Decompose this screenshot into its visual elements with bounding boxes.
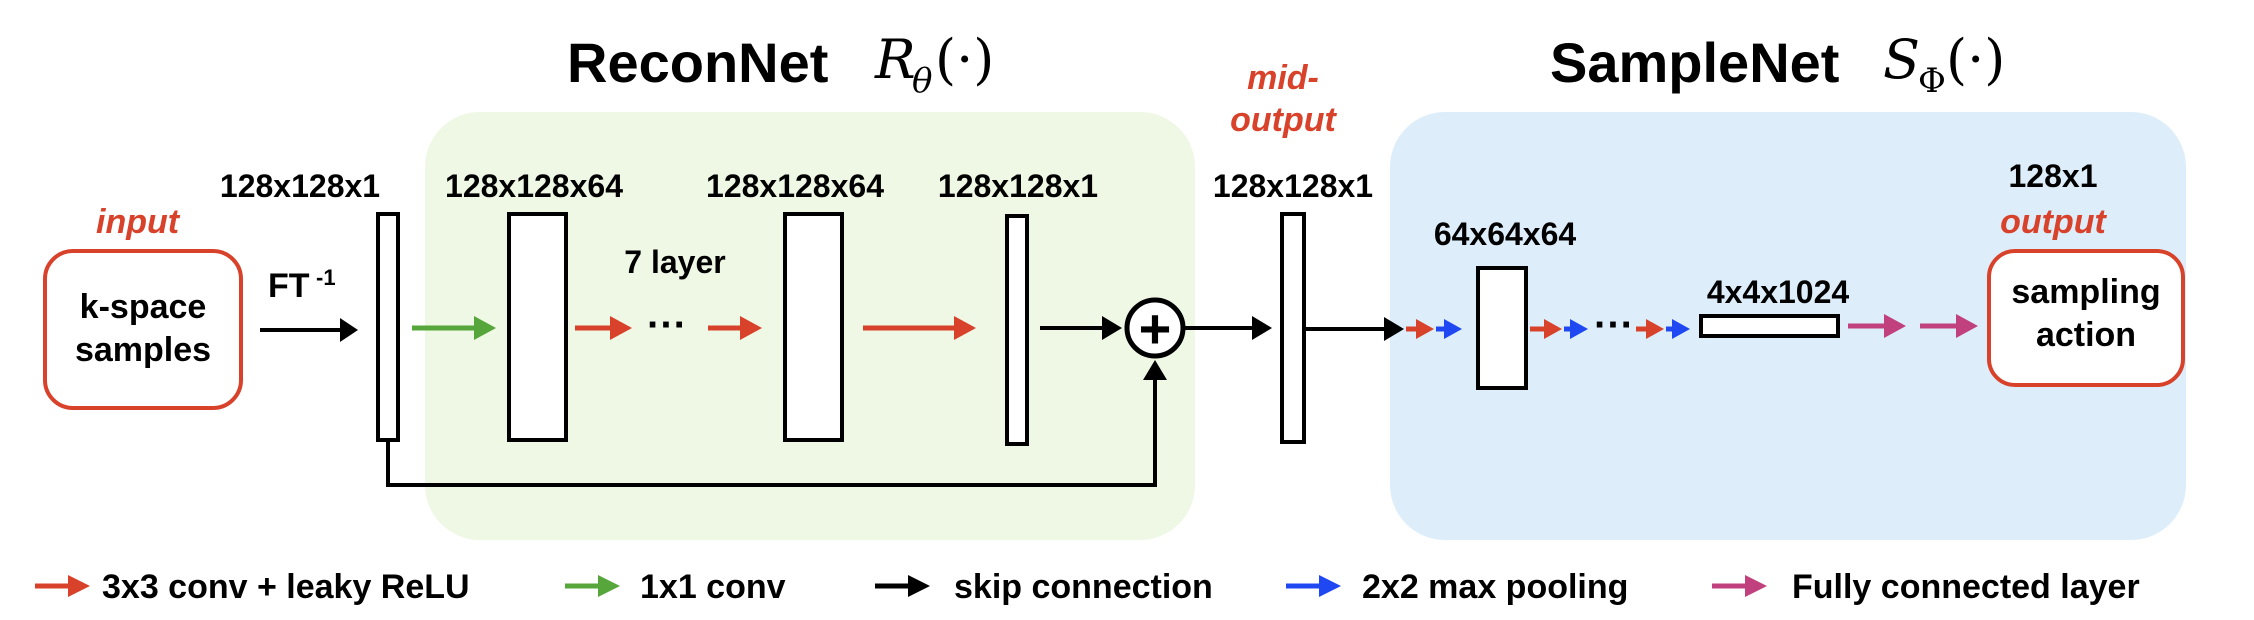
- recon-ellipsis: ···: [647, 303, 687, 347]
- legend-conv3x3-arrow-head: [68, 575, 90, 597]
- samplenet-math-symbol: S: [1883, 28, 1920, 91]
- fc-arrow-b-head: [1956, 314, 1978, 338]
- ft-superscript: -1: [316, 265, 336, 290]
- mid-output-label-line2: output: [1230, 101, 1337, 139]
- input-box: [43, 249, 243, 410]
- pool-conv-arrow-b-blue-head: [1570, 319, 1588, 339]
- to-mid-arrow-head: [1252, 316, 1272, 340]
- conv3x3-arrow-c-head: [954, 316, 976, 340]
- legend-conv1x1-arrow-head: [598, 575, 620, 597]
- conv1x1-arrow-head: [474, 316, 496, 340]
- block-conv1: [507, 212, 568, 442]
- legend-conv1x1-label: 1x1 conv: [640, 568, 786, 606]
- legend-item-maxpool: 2x2 max pooling: [1286, 568, 1628, 606]
- dim-conv7: 128x128x64: [706, 168, 884, 204]
- dim-conv1: 128x128x64: [445, 168, 623, 204]
- ft-arrow-head: [340, 318, 358, 342]
- skip-connection: [386, 378, 1157, 487]
- block-recon-out: [1005, 214, 1029, 446]
- block-conv7: [783, 212, 844, 442]
- legend-fc-label: Fully connected layer: [1792, 568, 2140, 606]
- output-box: [1987, 249, 2185, 387]
- block-mid-output: [1280, 212, 1306, 444]
- legend-maxpool-arrow-head: [1319, 575, 1341, 597]
- dim-output: 128x1: [2009, 158, 2098, 194]
- legend-fc-arrow-head: [1745, 575, 1767, 597]
- dim-mid-output: 128x128x1: [1213, 168, 1373, 204]
- pool-conv-arrow-b-red-head: [1544, 319, 1562, 339]
- output-box-line2: action: [2036, 316, 2136, 354]
- samplenet-math-arg: (·): [1946, 28, 2005, 91]
- pool-conv-arrow-a-blue-head: [1444, 319, 1462, 339]
- legend-conv3x3-label: 3x3 conv + leaky ReLU: [102, 568, 470, 606]
- add-node: [1124, 297, 1186, 359]
- seven-layer-label: 7 layer: [624, 244, 725, 280]
- add-node-symbol: +: [1139, 297, 1172, 360]
- dim-input-image: 128x128x1: [220, 168, 380, 204]
- output-label: output: [2000, 203, 2107, 241]
- input-label: input: [96, 203, 181, 241]
- legend-skip-label: skip connection: [954, 568, 1213, 606]
- mid-output-label-line1: mid-: [1247, 59, 1319, 97]
- input-box-line1: k-space: [80, 288, 207, 326]
- conv3x3-arrow-b-head: [740, 316, 762, 340]
- legend-item-conv1x1: 1x1 conv: [565, 568, 786, 606]
- block-input-image: [376, 212, 400, 442]
- legend-item-conv3x3: 3x3 conv + leaky ReLU: [35, 568, 470, 606]
- reconnet-math-sub: θ: [912, 61, 932, 101]
- pool-conv-arrow-c-blue-head: [1672, 319, 1690, 339]
- reconnet-math-arg: (·): [935, 28, 994, 91]
- reconnet-math-symbol: R: [874, 28, 916, 91]
- to-sample-arrow-head: [1384, 317, 1404, 341]
- legend-skip-arrow-head: [908, 575, 930, 597]
- sample-ellipsis: ···: [1594, 303, 1634, 347]
- legend: 3x3 conv + leaky ReLU 1x1 conv skip conn…: [35, 568, 2140, 606]
- to-add-arrow-head: [1102, 316, 1122, 340]
- block-pool1: [1476, 266, 1528, 390]
- pool-conv-arrow-c-red-head: [1646, 319, 1664, 339]
- ft-label: FT: [268, 267, 310, 305]
- input-box-line2: samples: [75, 331, 211, 369]
- dim-recon-out: 128x128x1: [938, 168, 1098, 204]
- block-pool-final: [1699, 314, 1840, 338]
- reconnet-title: ReconNet: [567, 31, 828, 94]
- legend-maxpool-label: 2x2 max pooling: [1362, 568, 1628, 606]
- pool-conv-arrow-a-red-head: [1416, 319, 1434, 339]
- output-box-line1: sampling: [2011, 273, 2160, 311]
- dim-pool-final: 4x4x1024: [1707, 274, 1850, 310]
- legend-item-fc: Fully connected layer: [1712, 568, 2140, 606]
- samplenet-title: SampleNet: [1550, 31, 1839, 94]
- legend-item-skip: skip connection: [875, 568, 1213, 606]
- fc-arrow-a-head: [1884, 314, 1906, 338]
- samplenet-math-sub: Φ: [1918, 61, 1946, 101]
- dim-pool1: 64x64x64: [1434, 216, 1577, 252]
- skip-connection-head: [1143, 360, 1167, 380]
- conv3x3-arrow-a-head: [610, 316, 632, 340]
